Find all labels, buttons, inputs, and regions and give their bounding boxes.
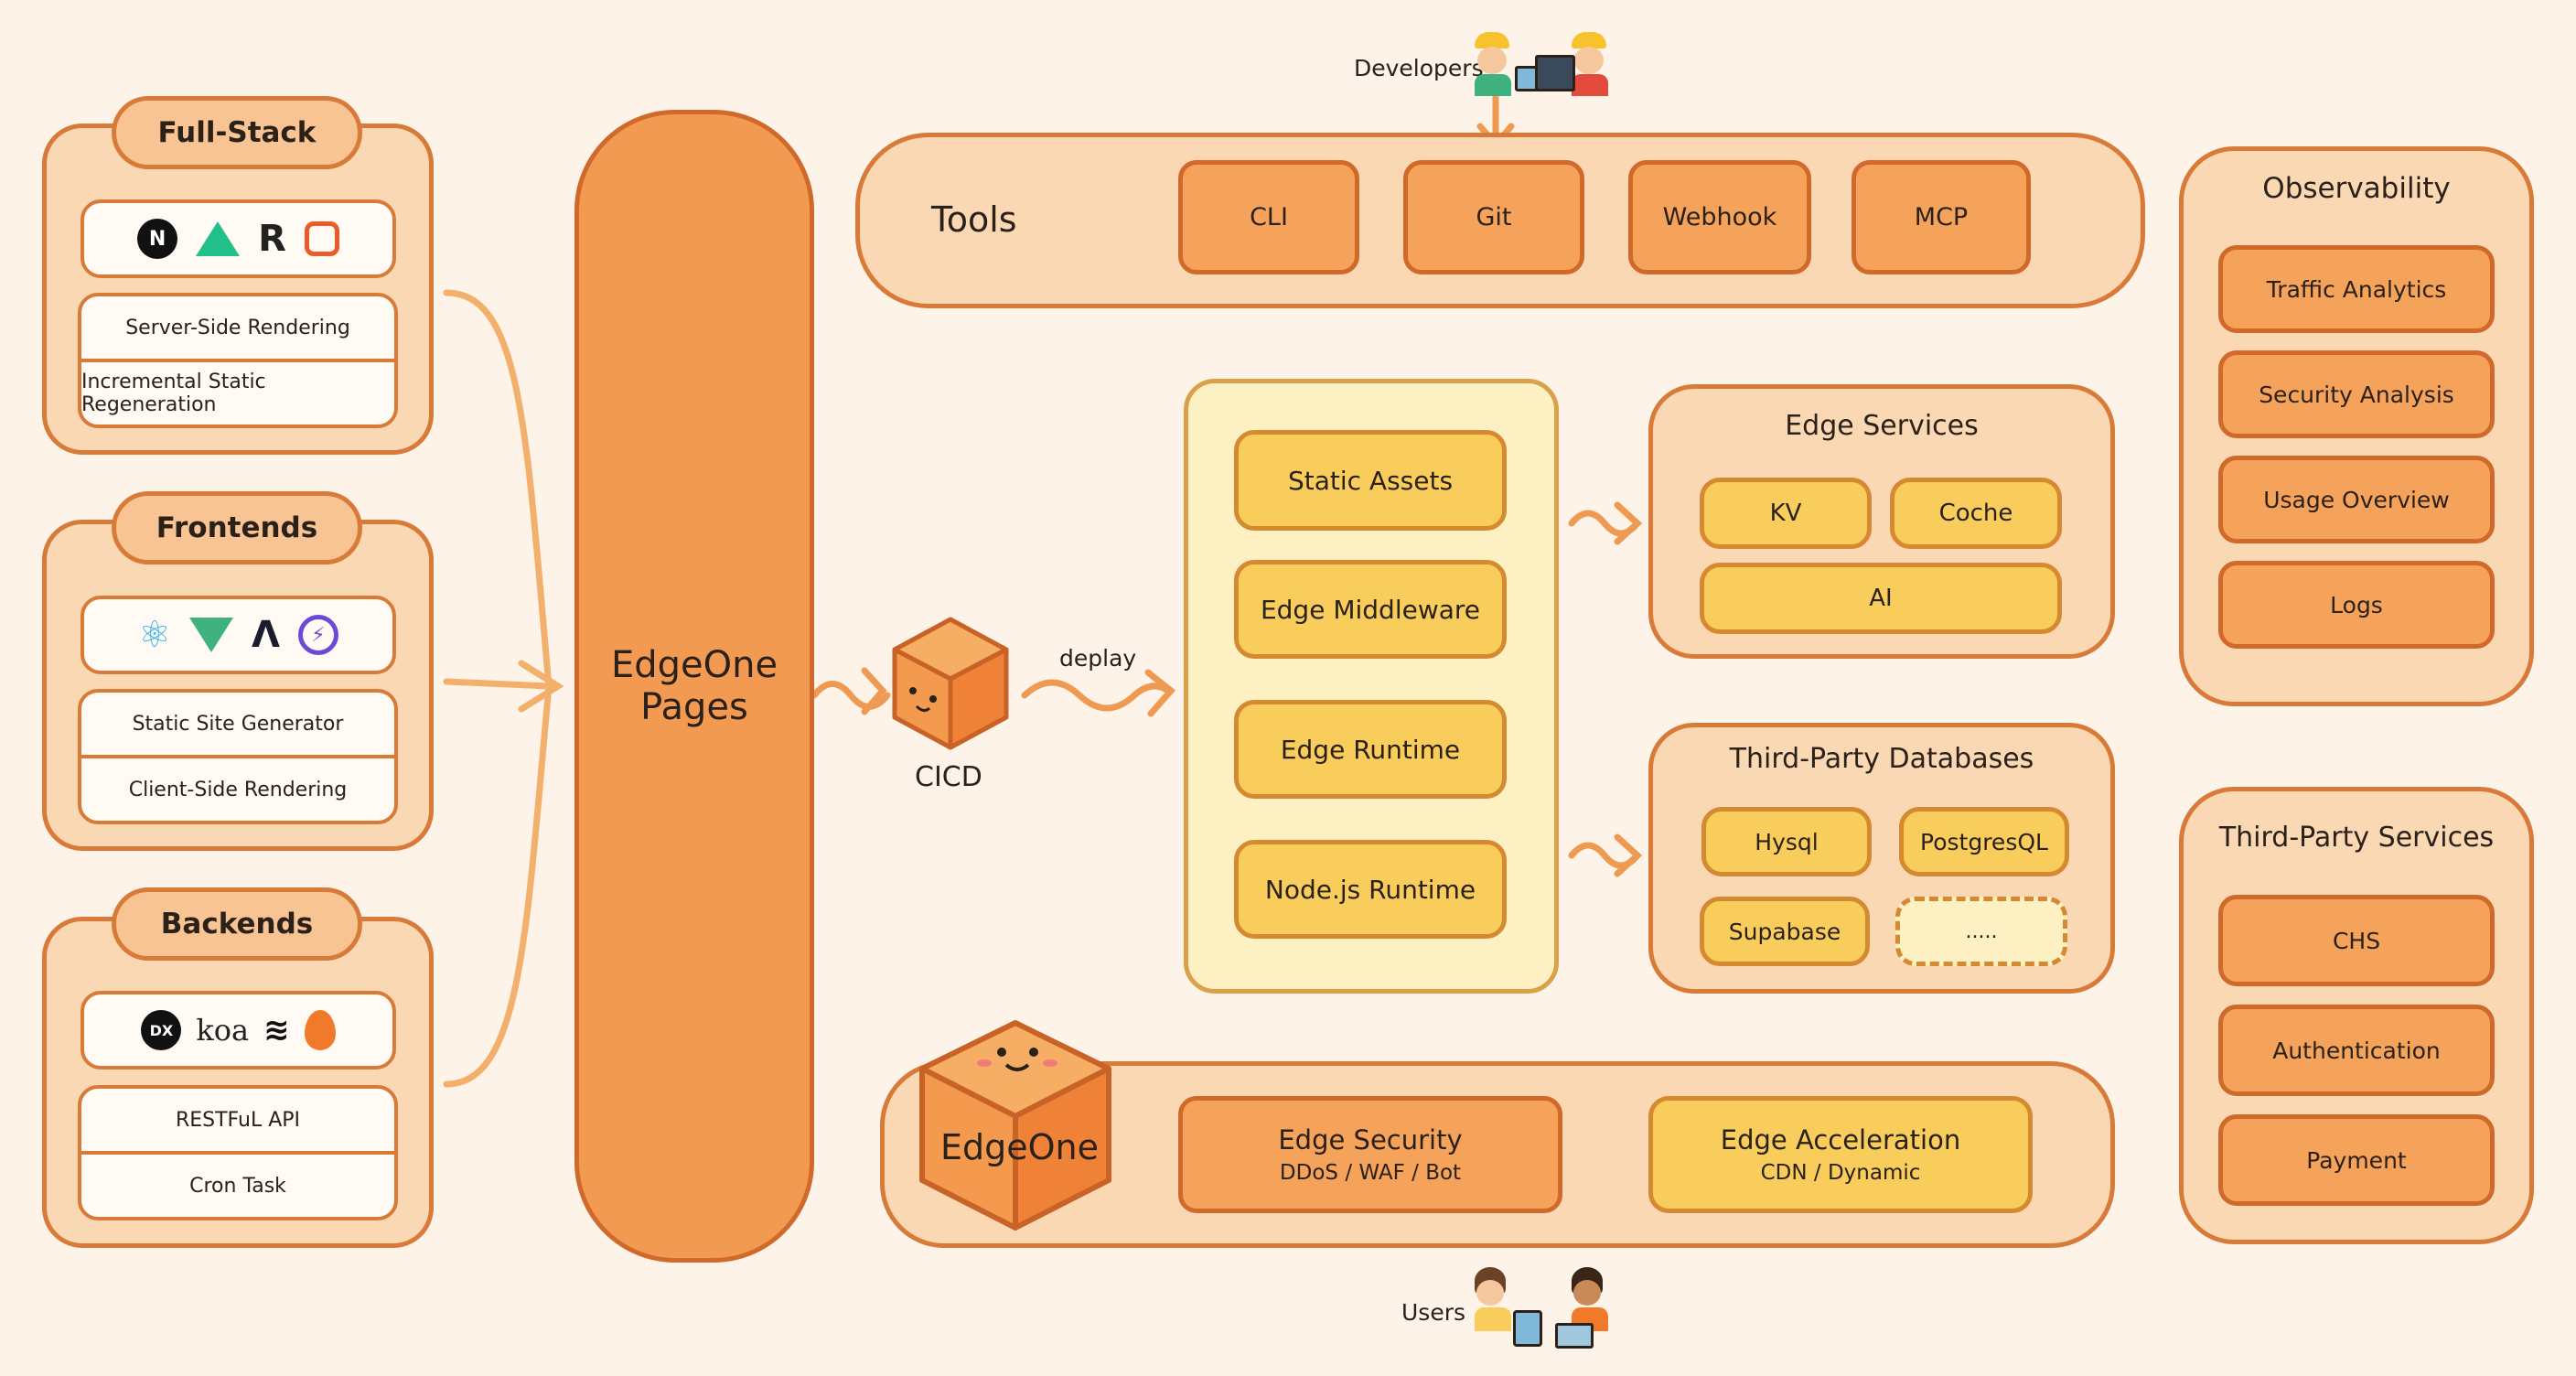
list-item: Static Site Generator xyxy=(81,693,394,758)
laptop-icon xyxy=(1555,1323,1594,1349)
frontends-icon-row: ⚛ Λ ⚡ xyxy=(80,596,396,674)
pages-label-line2: Pages xyxy=(640,686,748,728)
edge-acceleration-box: Edge Acceleration CDN / Dynamic xyxy=(1648,1096,2033,1213)
databases-title: Third-Party Databases xyxy=(1729,743,2034,775)
mysql-box: Hysql xyxy=(1701,807,1872,876)
user-avatar-icon xyxy=(1475,1267,1511,1331)
edge-acceleration-title: Edge Acceleration xyxy=(1720,1124,1961,1156)
edgeone-pages-column: EdgeOne Pages xyxy=(574,110,814,1263)
vite-icon: ⚡ xyxy=(297,615,338,655)
authentication-button[interactable]: Authentication xyxy=(2218,1005,2495,1096)
hono-icon xyxy=(304,1010,336,1050)
cicd-cube-icon xyxy=(892,617,1009,750)
sveltekit-icon xyxy=(304,221,339,256)
chs-button[interactable]: CHS xyxy=(2218,895,2495,986)
cache-box: Coche xyxy=(1890,478,2062,549)
edgeone-label: EdgeOne xyxy=(940,1127,1100,1167)
developer-avatar-icon xyxy=(1475,32,1511,96)
deno-icon: DX xyxy=(141,1010,182,1050)
edge-acceleration-sub: CDN / Dynamic xyxy=(1760,1161,1921,1185)
list-item: Incremental Static Regeneration xyxy=(81,371,266,416)
nodejs-runtime-box: Node.js Runtime xyxy=(1234,840,1507,939)
supabase-box: Supabase xyxy=(1700,897,1870,966)
third-party-services-title: Third-Party Services xyxy=(2218,822,2495,854)
payment-button[interactable]: Payment xyxy=(2218,1114,2495,1206)
remix-icon: R xyxy=(258,218,286,260)
full-stack-icon-row: N R xyxy=(80,199,396,278)
usage-overview-button[interactable]: Usage Overview xyxy=(2218,456,2495,543)
ai-box: AI xyxy=(1700,563,2062,634)
edge-security-sub: DDoS / WAF / Bot xyxy=(1279,1161,1462,1185)
edge-middleware-box: Edge Middleware xyxy=(1234,560,1507,659)
more-databases-box: ..... xyxy=(1895,897,2067,966)
astro-icon: Λ xyxy=(251,614,280,656)
security-analysis-button[interactable]: Security Analysis xyxy=(2218,350,2495,438)
vue-icon xyxy=(188,618,233,652)
nuxt-icon xyxy=(196,221,241,256)
tablet-icon xyxy=(1513,1310,1542,1347)
backends-items: RESTFuL API Cron Task xyxy=(78,1085,398,1220)
tool-mcp-button[interactable]: MCP xyxy=(1852,160,2031,274)
developer-avatar-icon xyxy=(1572,32,1608,96)
pages-label-line1: EdgeOne xyxy=(610,644,778,686)
full-stack-items: Server-Side Rendering Incremental Static… xyxy=(78,293,398,428)
edge-runtime-box: Edge Runtime xyxy=(1234,700,1507,799)
backends-tag: Backends xyxy=(112,887,362,961)
tool-cli-button[interactable]: CLI xyxy=(1178,160,1359,274)
nextjs-icon: N xyxy=(137,219,178,259)
kv-box: KV xyxy=(1700,478,1872,549)
tool-git-button[interactable]: Git xyxy=(1403,160,1584,274)
user-avatar-icon xyxy=(1572,1267,1608,1331)
react-icon: ⚛ xyxy=(138,614,171,656)
edge-security-box: Edge Security DDoS / WAF / Bot xyxy=(1178,1096,1562,1213)
list-item: RESTFuL API xyxy=(81,1089,394,1155)
cicd-label: CICD xyxy=(915,761,982,793)
observability-title: Observability xyxy=(2262,172,2451,205)
deploy-label: deplay xyxy=(1059,645,1137,672)
postgresql-box: PostgresQL xyxy=(1899,807,2069,876)
frontends-tag: Frontends xyxy=(112,491,362,564)
edge-services-title: Edge Services xyxy=(1785,410,1979,442)
edge-security-title: Edge Security xyxy=(1278,1124,1463,1156)
static-assets-box: Static Assets xyxy=(1234,430,1507,531)
tools-title: Tools xyxy=(931,199,1017,240)
list-item: Server-Side Rendering xyxy=(81,296,394,362)
logs-button[interactable]: Logs xyxy=(2218,561,2495,649)
full-stack-tag: Full-Stack xyxy=(112,96,362,169)
list-item: Client-Side Rendering xyxy=(128,778,348,801)
edgeone-cube-icon xyxy=(919,1020,1111,1231)
express-icon: ≋ xyxy=(263,1012,290,1048)
tool-webhook-button[interactable]: Webhook xyxy=(1628,160,1811,274)
users-label: Users xyxy=(1401,1299,1466,1326)
frontends-items: Static Site Generator Client-Side Render… xyxy=(78,689,398,824)
list-item: Cron Task xyxy=(189,1174,286,1198)
traffic-analytics-button[interactable]: Traffic Analytics xyxy=(2218,245,2495,333)
computer-icon xyxy=(1535,55,1575,91)
developers-label: Developers xyxy=(1354,55,1484,81)
koa-icon: koa xyxy=(196,1013,250,1048)
backends-icon-row: DX koa ≋ xyxy=(80,991,396,1070)
